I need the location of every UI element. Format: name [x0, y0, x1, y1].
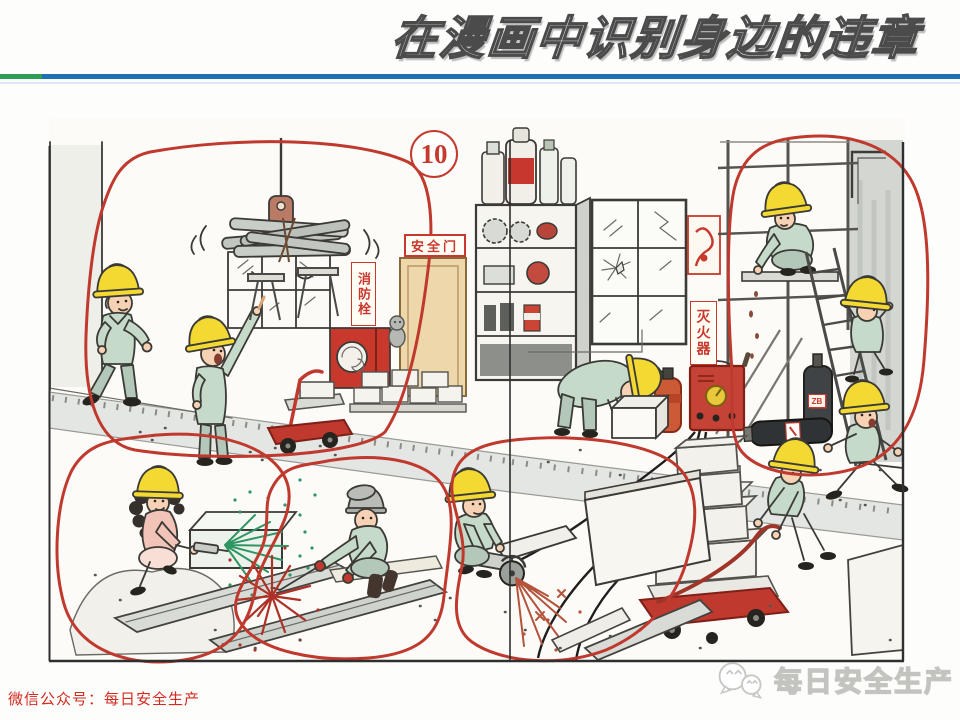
trestles [247, 267, 339, 321]
violation-circles [55, 134, 930, 664]
brand-watermark: 每日安全生产 [714, 654, 954, 706]
left-wall [49, 141, 103, 391]
hand-cart [266, 369, 354, 454]
safety-poster [687, 215, 721, 275]
title-underline-green [0, 74, 42, 79]
work-box [187, 511, 298, 569]
comic-page-borders [48, 140, 905, 663]
worker-lifting-box [527, 329, 671, 441]
worker-woman-grinding [129, 464, 229, 596]
cylinder-zb-label: ZB [808, 394, 826, 408]
violation-count-badge: 10 [410, 130, 458, 178]
sign-fire-hydrant: 消防栓 [351, 262, 376, 326]
broken-window [590, 198, 688, 346]
saw-sparks [515, 577, 582, 652]
brick-pallet [349, 369, 467, 413]
wechat-logo-icon [718, 662, 763, 699]
monkey [388, 315, 406, 348]
sign-fire-extinguisher: 灭火器 [690, 301, 717, 365]
worker-cloth-cap [228, 484, 444, 652]
chemical-bottles [481, 127, 577, 205]
worker-pushing-trolley [753, 433, 836, 570]
pipe-bundle [221, 217, 351, 263]
worker-climbing-ladder [839, 272, 895, 383]
wechat-footer-label: 微信公众号：每日安全生产 [8, 691, 201, 708]
crane-suspended-load [190, 138, 380, 321]
brand-watermark-text: 每日安全生产 [773, 665, 954, 697]
sign-safety-door: 安全门 [404, 234, 466, 257]
worker-walking [82, 261, 153, 407]
title-underline-blue [42, 74, 960, 79]
falling-debris [749, 291, 759, 359]
leaning-panels [550, 469, 904, 656]
rubble-dots [93, 426, 892, 650]
storage-shelf [474, 127, 591, 382]
worker-cutting [441, 464, 582, 652]
page-title: 在漫画中识别身边的违章 [388, 10, 923, 66]
title-underline-light [0, 82, 960, 84]
welding-machine [688, 360, 746, 432]
